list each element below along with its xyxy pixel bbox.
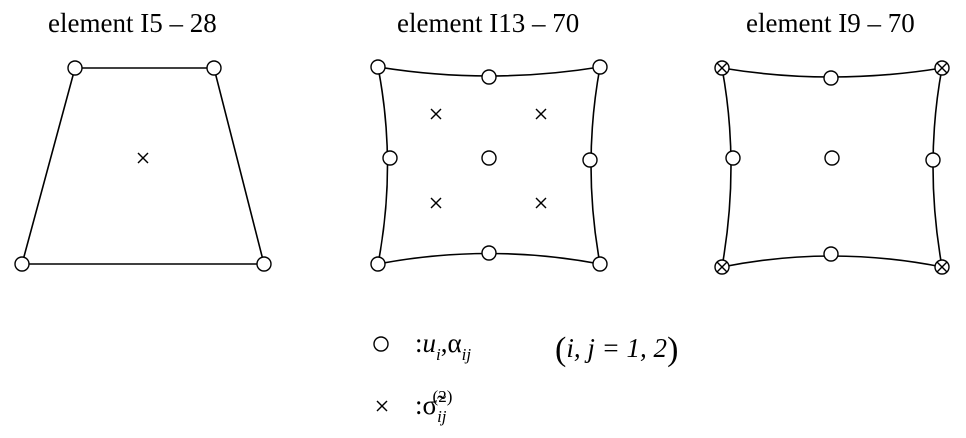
node-circle (592, 256, 608, 272)
cross-marker (430, 197, 442, 209)
element-title-i9-70: element I9 – 70 (746, 8, 915, 38)
node-circle (370, 59, 386, 75)
legend-index-range: (i, j = 1, 2) (555, 330, 678, 367)
cross-marker (137, 152, 149, 164)
legend-circle-row: :ui,αij (415, 328, 471, 364)
node-circle (382, 150, 398, 166)
legend-sigma-superscript: (2) (432, 387, 453, 406)
node-circle (14, 256, 30, 272)
circle-icon (373, 336, 389, 352)
legend-alpha: α (447, 328, 462, 358)
node-circle (481, 245, 497, 261)
corner-node-crossed (934, 60, 950, 76)
legend-u-subscript: i (436, 345, 441, 364)
corner-node-crossed (714, 259, 730, 275)
cross-marker (535, 108, 547, 120)
node-circle (925, 152, 941, 168)
legend-sigma-tilde: σ̃ (422, 390, 438, 420)
node-circle (725, 150, 741, 166)
cross-marker (430, 108, 442, 120)
node-circle (824, 150, 840, 166)
cross-marker (535, 197, 547, 209)
element-title-i5-28: element I5 – 28 (48, 8, 217, 38)
node-circle (370, 256, 386, 272)
node-circle (256, 256, 272, 272)
legend-u: u (422, 328, 437, 358)
element-i5-28-outline (20, 67, 266, 265)
node-circle (823, 70, 839, 86)
node-circle (481, 150, 497, 166)
legend-sigma-subscript: ij (437, 407, 447, 426)
node-circle (206, 60, 222, 76)
legend-colon: : (415, 390, 423, 420)
element-i9-70-outline (721, 67, 943, 269)
legend-left-paren: ( (555, 331, 567, 368)
corner-node-crossed (714, 60, 730, 76)
element-title-i13-70: element I13 – 70 (397, 8, 580, 38)
node-circle (582, 152, 598, 168)
node-circle (67, 60, 83, 76)
cross-icon (376, 400, 388, 412)
legend-right-paren: ) (667, 331, 679, 368)
legend-range-text: i, j = 1, 2 (566, 333, 668, 363)
legend-alpha-subscript: ij (461, 345, 472, 364)
node-circle (823, 246, 839, 262)
node-circle (481, 69, 497, 85)
legend-comma: , (440, 328, 448, 358)
corner-node-crossed (934, 259, 950, 275)
element-i13-70 (370, 59, 608, 272)
element-i5-28 (14, 60, 272, 272)
legend-cross-row: :σ̃ij(2) (415, 388, 452, 425)
element-i9-70 (714, 60, 950, 275)
node-circle (592, 59, 608, 75)
legend-colon: : (415, 328, 423, 358)
